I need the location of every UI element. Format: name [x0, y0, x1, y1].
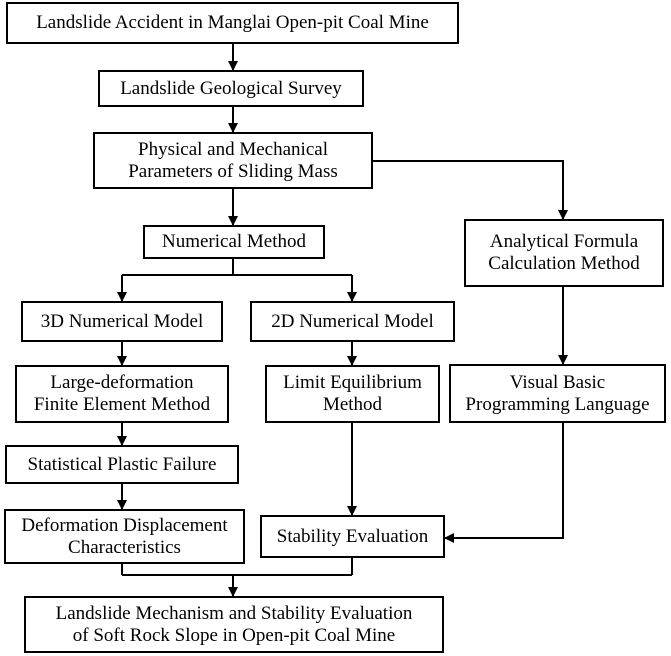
- box-large-deformation-line-2: Finite Element Method: [33, 394, 211, 415]
- box-2d-numerical-model-text: 2D Numerical Model: [271, 310, 434, 332]
- box-3d-numerical-model: 3D Numerical Model: [21, 301, 223, 342]
- box-analytical-formula: Analytical Formula Calculation Method: [464, 219, 664, 287]
- box-conclusion-line-1: Landslide Mechanism and Stability Evalua…: [55, 602, 413, 624]
- box-stability-evaluation: Stability Evaluation: [260, 515, 445, 558]
- box-deformation-line-1: Deformation Displacement: [21, 514, 228, 536]
- box-3d-numerical-model-text: 3D Numerical Model: [40, 310, 204, 332]
- box-numerical-method: Numerical Method: [143, 225, 325, 259]
- box-limit-equilibrium-line-1: Limit Equilibrium: [283, 372, 422, 393]
- box-visual-basic: Visual Basic Programming Language: [449, 364, 666, 423]
- box-numerical-method-text: Numerical Method: [161, 231, 307, 252]
- box-landslide-accident-text: Landslide Accident in Manglai Open-pit C…: [36, 12, 429, 33]
- box-visual-basic-line-2: Programming Language: [465, 393, 650, 415]
- box-parameters-line-2: Parameters of Sliding Mass: [128, 160, 338, 182]
- box-parameters-line-1: Physical and Mechanical: [138, 138, 328, 160]
- box-limit-equilibrium: Limit Equilibrium Method: [265, 365, 440, 423]
- box-large-deformation-line-1: Large-deformation: [50, 372, 194, 393]
- arrow-visual-basic-to-stability: [444, 423, 564, 543]
- box-2d-numerical-model: 2D Numerical Model: [250, 301, 455, 342]
- box-stability-evaluation-text: Stability Evaluation: [276, 525, 429, 547]
- arrow-parameters-to-analytical: [373, 160, 568, 220]
- box-plastic-failure-text: Statistical Plastic Failure: [27, 453, 217, 475]
- box-visual-basic-line-1: Visual Basic: [509, 371, 606, 393]
- box-geological-survey: Landslide Geological Survey: [98, 70, 364, 107]
- box-physical-mechanical-parameters: Physical and Mechanical Parameters of Sl…: [93, 132, 373, 189]
- box-deformation-line-2: Characteristics: [68, 536, 181, 558]
- box-limit-equilibrium-line-2: Method: [322, 394, 383, 415]
- box-analytical-line-2: Calculation Method: [488, 253, 640, 274]
- box-conclusion: Landslide Mechanism and Stability Evalua…: [24, 596, 444, 653]
- box-landslide-accident: Landslide Accident in Manglai Open-pit C…: [6, 2, 459, 44]
- box-plastic-failure: Statistical Plastic Failure: [5, 445, 239, 484]
- box-large-deformation: Large-deformation Finite Element Method: [15, 365, 229, 423]
- box-geological-survey-text: Landslide Geological Survey: [120, 77, 342, 99]
- box-deformation-displacement: Deformation Displacement Characteristics: [4, 509, 245, 564]
- box-analytical-line-1: Analytical Formula: [489, 231, 639, 252]
- box-conclusion-line-2: of Soft Rock Slope in Open-pit Coal Mine: [72, 624, 396, 646]
